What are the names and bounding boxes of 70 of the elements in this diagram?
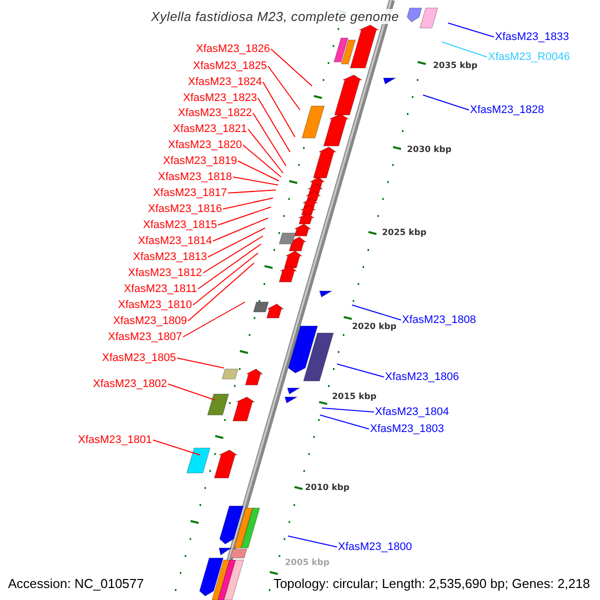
leader-line [208,228,266,258]
gene-label: XfasM23_1802 [93,377,167,391]
leader-line [218,206,272,226]
gene-label: XfasM23_1813 [133,250,207,264]
leader-line [270,48,312,86]
gene-label: XfasM23_1822 [178,106,252,120]
gene-label: XfasM23_1826 [196,42,270,56]
gene-label: XfasM23_1825 [193,59,267,73]
leader-line [152,440,200,456]
scale-label: 2005 kbp [285,557,330,569]
gene-label: XfasM23_1809 [113,314,187,328]
leader-line [232,176,278,186]
gene-label: XfasM23_1810 [118,298,192,312]
leader-line [352,304,402,320]
gene-label: XfasM23_1811 [124,282,197,296]
gene-label: XfasM23_1815 [143,218,217,232]
scale-label: 2010 kbp [305,482,350,494]
leader-line [176,358,224,368]
leader-line [262,82,296,138]
leader-line [248,128,284,174]
leader-line [422,94,470,110]
leader-line [322,408,374,412]
leader-line [192,252,258,306]
leader-line [252,112,286,166]
gene-label: XfasM23_1808 [402,313,476,327]
leader-line [336,364,384,378]
gene-label: XfasM23_1806 [385,370,459,384]
leader-line [182,302,246,338]
scale-label: 2035 kbp [433,60,478,72]
leader-line [442,42,488,58]
gene-label: XfasM23_1805 [102,351,176,365]
leader-line [168,384,216,400]
leader-line [222,198,274,210]
gene-label: XfasM23_1801 [78,433,152,447]
gene-label: XfasM23_1821 [173,122,247,136]
scale-label: 2015 kbp [332,391,376,403]
leader-line [188,262,254,322]
leader-line [268,66,300,110]
gene-label: XfasM23_1818 [158,170,232,184]
gene-label: XfasM23_1823 [183,91,257,105]
leader-line [320,414,370,430]
gene-label: XfasM23_1804 [375,405,449,419]
gene-label: XfasM23_1816 [148,202,222,216]
gene-label: XfasM23_1814 [138,234,212,248]
leader-line [242,144,282,178]
gene-label: XfasM23_1817 [153,186,227,200]
leader-line [238,160,280,182]
scale-label: 2020 kbp [352,321,396,333]
gene-label: XfasM23_R0046 [488,50,570,64]
leader-line [258,98,290,152]
gene-label: XfasM23_1807 [108,330,182,344]
scale-label: 2025 kbp [382,227,426,239]
leader-line [198,244,262,290]
leader-line [228,190,276,194]
gene-label: XfasM23_1828 [470,103,544,117]
diagram-title: Xylella fastidiosa M23, complete genome [150,9,400,24]
scale-label: 2030 kbp [407,144,452,156]
gene-label: XfasM23_1820 [168,138,242,152]
gene-label: XfasM23_1819 [163,154,237,168]
gene-label: XfasM23_1824 [188,75,262,89]
leader-line [448,22,494,38]
leader-line [202,236,264,274]
accession-text: Accession: NC_010577 [8,576,144,592]
leader-line [212,218,268,242]
leader-line [288,536,338,548]
gene-label: XfasM23_1800 [338,540,412,554]
genome-summary-text: Topology: circular; Length: 2,535,690 bp; Genes: 2,218 [271,576,592,592]
gene-label: XfasM23_1803 [370,422,444,436]
gene-label: XfasM23_1812 [128,266,202,280]
gene-label: XfasM23_1833 [495,30,569,44]
